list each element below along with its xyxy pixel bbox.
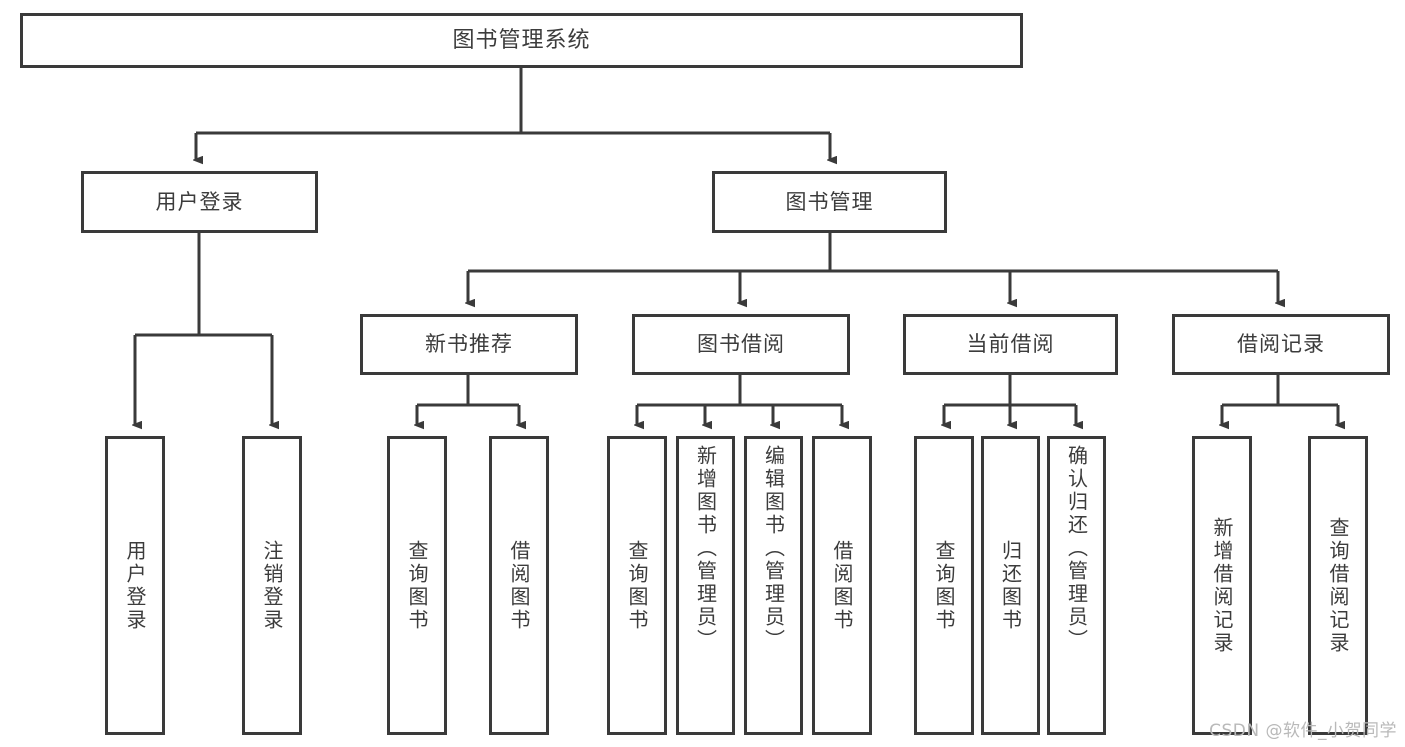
node-label: 查询图书 bbox=[625, 539, 649, 632]
leaf-user-login-logout[interactable]: 注销登录 bbox=[242, 436, 302, 735]
node-label: 图书管理系统 bbox=[452, 27, 591, 53]
leaf-borrow-borrow-book[interactable]: 借阅图书 bbox=[812, 436, 872, 735]
leaf-new-book-borrow[interactable]: 借阅图书 bbox=[489, 436, 549, 735]
node-label: 图书借阅 bbox=[697, 332, 785, 357]
node-root-system[interactable]: 图书管理系统 bbox=[20, 13, 1023, 68]
leaf-record-add[interactable]: 新增借阅记录 bbox=[1192, 436, 1252, 735]
node-label: 注销登录 bbox=[260, 539, 284, 632]
node-label: 图书管理 bbox=[785, 189, 874, 214]
node-book-management[interactable]: 图书管理 bbox=[712, 171, 947, 233]
node-label: 查询图书 bbox=[405, 539, 429, 632]
leaf-borrow-edit-book[interactable]: 编辑图书（管理员） bbox=[744, 436, 803, 735]
node-label: 借阅图书 bbox=[830, 539, 854, 632]
node-user-login[interactable]: 用户登录 bbox=[81, 171, 318, 233]
node-label: 当前借阅 bbox=[966, 332, 1055, 357]
node-label: 编辑图书（管理员） bbox=[761, 445, 786, 652]
node-borrow-record[interactable]: 借阅记录 bbox=[1172, 314, 1390, 375]
node-label: 用户登录 bbox=[123, 539, 147, 632]
node-new-book-recommend[interactable]: 新书推荐 bbox=[360, 314, 578, 375]
node-label: 借阅图书 bbox=[507, 539, 531, 632]
node-label: 确认归还（管理员） bbox=[1064, 445, 1089, 652]
node-label: 新书推荐 bbox=[425, 332, 513, 357]
leaf-new-book-query[interactable]: 查询图书 bbox=[387, 436, 447, 735]
node-label: 查询图书 bbox=[932, 539, 956, 632]
node-label: 新增图书（管理员） bbox=[693, 445, 718, 652]
leaf-current-confirm-return[interactable]: 确认归还（管理员） bbox=[1047, 436, 1106, 735]
leaf-borrow-query-book[interactable]: 查询图书 bbox=[607, 436, 667, 735]
leaf-record-query[interactable]: 查询借阅记录 bbox=[1308, 436, 1368, 735]
node-label: 新增借阅记录 bbox=[1210, 516, 1234, 655]
leaf-current-return-book[interactable]: 归还图书 bbox=[981, 436, 1040, 735]
node-current-borrow[interactable]: 当前借阅 bbox=[903, 314, 1118, 375]
node-label: 用户登录 bbox=[155, 189, 244, 214]
leaf-borrow-add-book[interactable]: 新增图书（管理员） bbox=[676, 436, 735, 735]
node-label: 查询借阅记录 bbox=[1326, 516, 1350, 655]
leaf-user-login-login[interactable]: 用户登录 bbox=[105, 436, 165, 735]
node-book-borrow[interactable]: 图书借阅 bbox=[632, 314, 850, 375]
node-label: 归还图书 bbox=[998, 539, 1023, 632]
csdn-watermark: CSDN @软件_小贺同学 bbox=[1209, 721, 1397, 741]
leaf-current-query-book[interactable]: 查询图书 bbox=[914, 436, 974, 735]
node-label: 借阅记录 bbox=[1237, 332, 1325, 357]
